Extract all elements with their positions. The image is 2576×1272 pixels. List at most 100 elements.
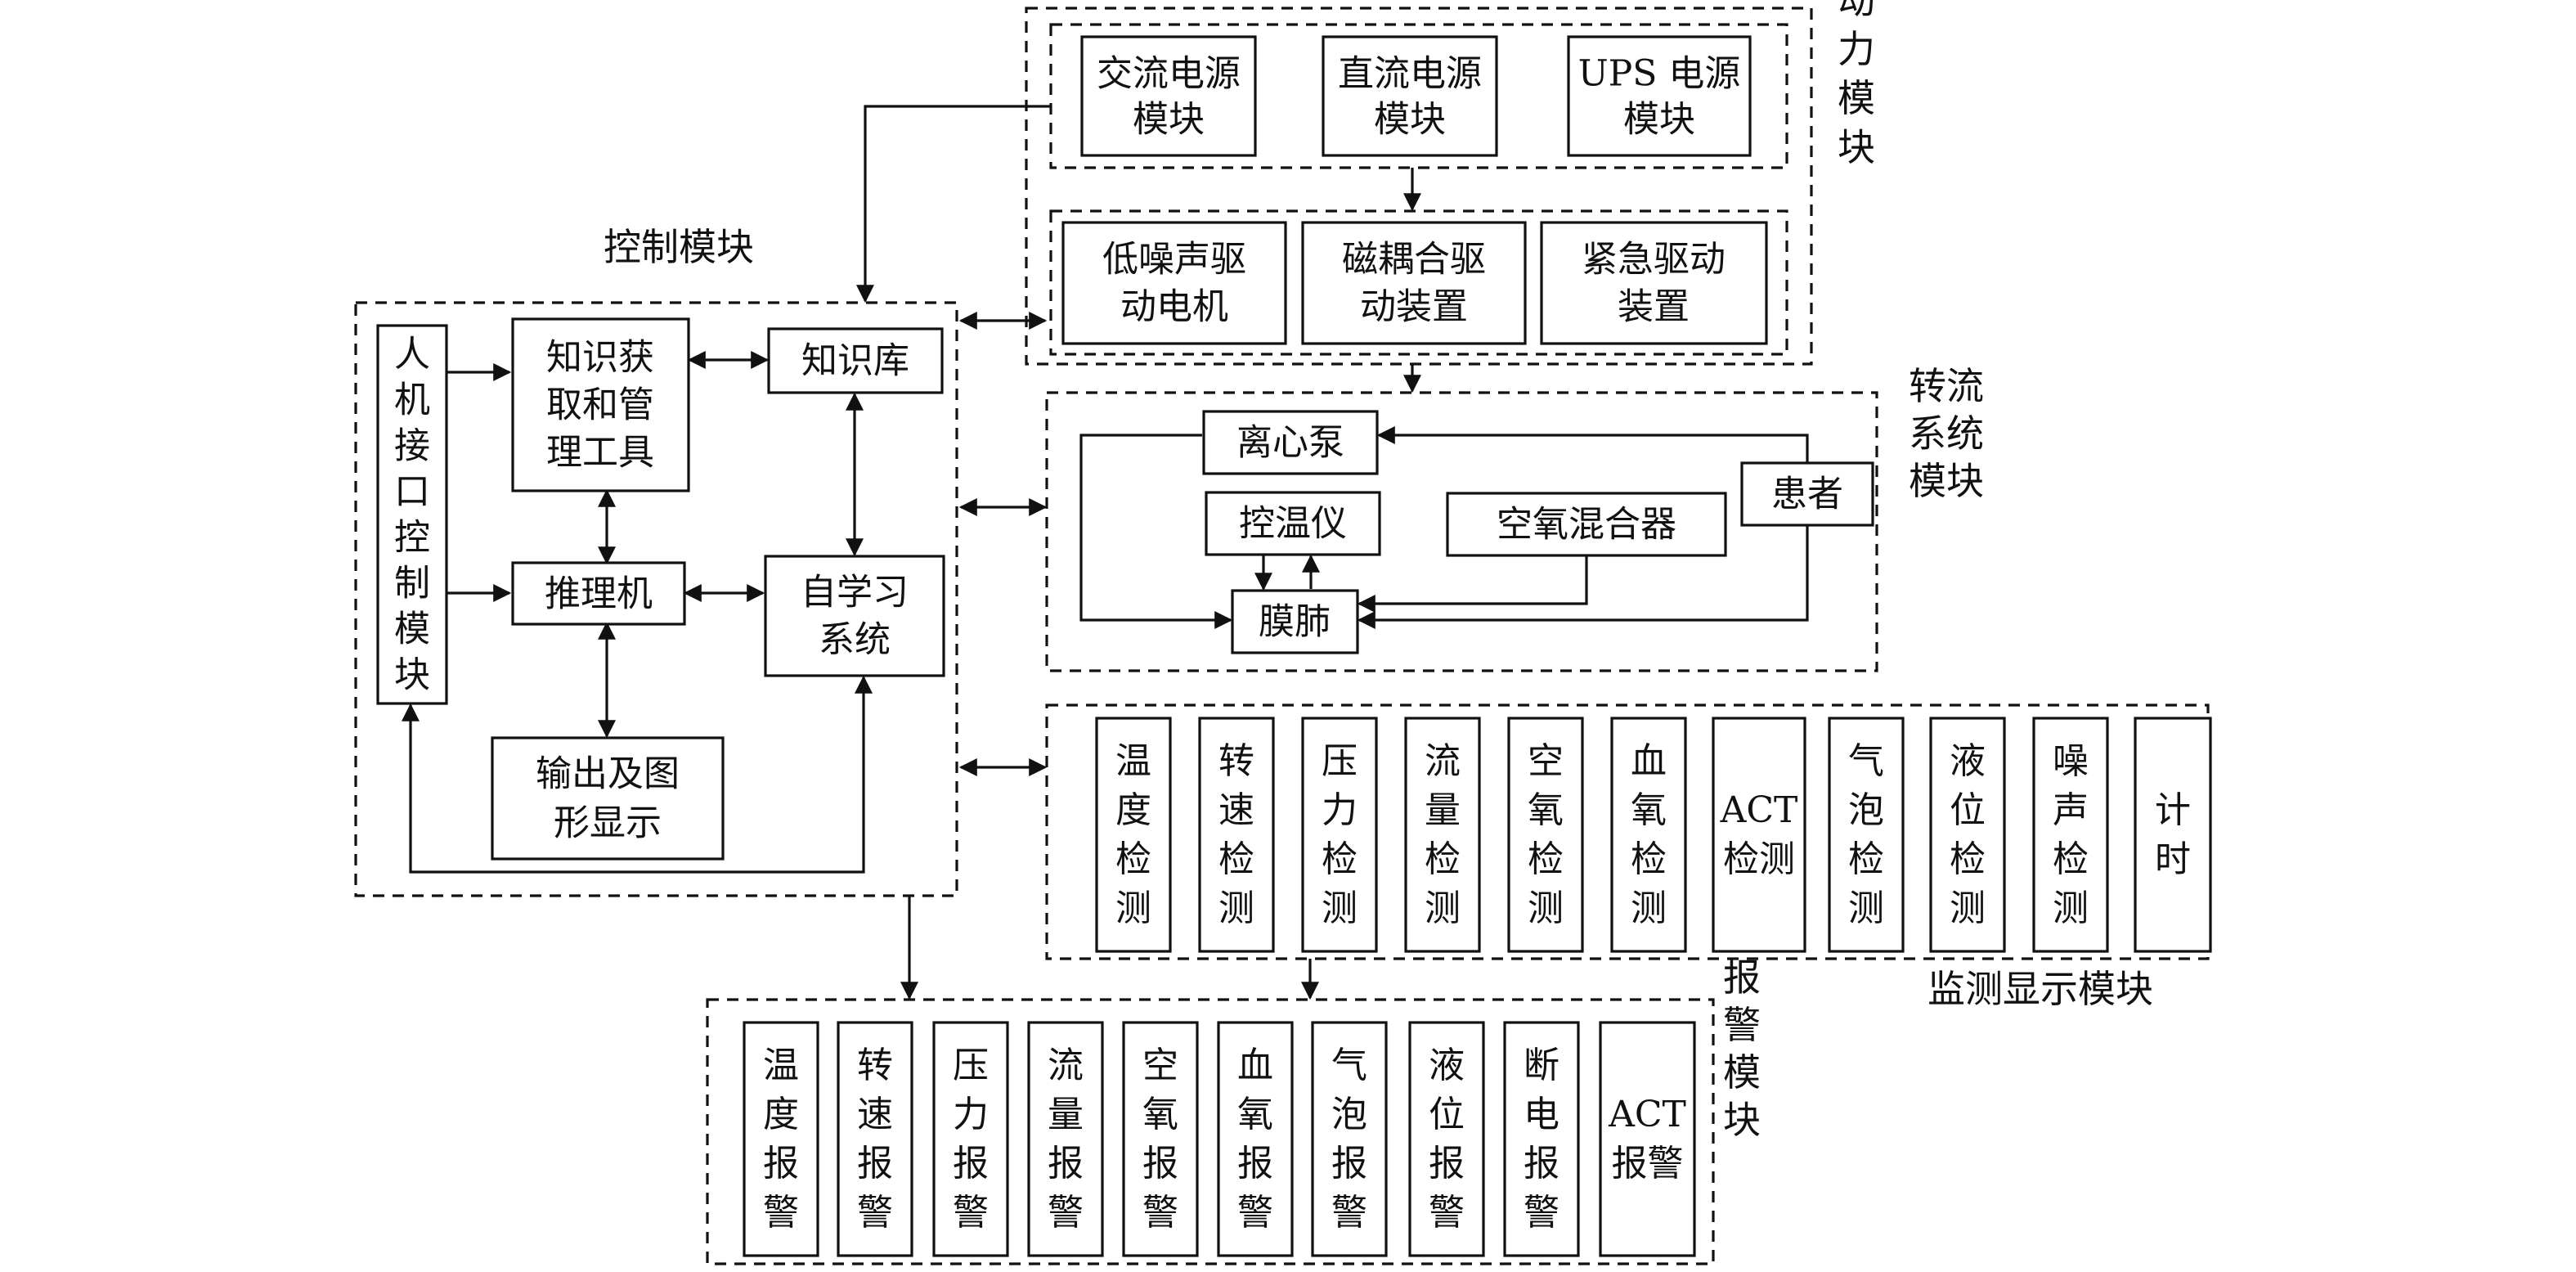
power-supply-modules: 交流电源模块 直流电源模块 UPS 电源模块 bbox=[1080, 35, 1752, 157]
control-module: 人机接口控制模块 知识获取和管理工具 知识库 推理机 自学习系统 输出及图形显示 bbox=[376, 317, 945, 861]
edge-power-to-knowledge-base bbox=[856, 105, 1051, 303]
edge-blender-to-oxygenator bbox=[1357, 556, 1588, 613]
svg-text:输出及图形显示: 输出及图形显示 bbox=[536, 753, 680, 844]
alarm-item-5: 血氧报警 bbox=[1217, 1021, 1294, 1257]
svg-text:膜肺: 膜肺 bbox=[1259, 601, 1331, 643]
patient: 患者 bbox=[1740, 461, 1874, 527]
alarm-module-group bbox=[706, 998, 1715, 1265]
alarm-item-label-1: 转速报警 bbox=[857, 1045, 893, 1234]
alarm-item-label-0: 温度报警 bbox=[763, 1045, 799, 1234]
svg-text:自学习系统: 自学习系统 bbox=[801, 572, 909, 661]
alarm-item-8: 断电报警 bbox=[1503, 1021, 1580, 1257]
svg-text:控温仪: 控温仪 bbox=[1239, 503, 1347, 545]
monitor-item-label-1: 转速检测 bbox=[1218, 740, 1254, 929]
svg-text:交流电源模块: 交流电源模块 bbox=[1097, 53, 1241, 141]
monitor-item-label-2: 压力检测 bbox=[1322, 740, 1358, 929]
monitor-item-9: 噪声检测 bbox=[2032, 717, 2109, 953]
control-module-group bbox=[354, 301, 958, 897]
alarm-item-3: 流量报警 bbox=[1027, 1021, 1104, 1257]
monitor-item-label-7: 气泡检测 bbox=[1848, 740, 1884, 929]
svg-text:空氧混合器: 空氧混合器 bbox=[1497, 504, 1676, 546]
alarm-item-0: 温度报警 bbox=[743, 1021, 819, 1257]
svg-text:低噪声驱动电机: 低噪声驱动电机 bbox=[1102, 239, 1246, 328]
monitor-item-label-8: 液位检测 bbox=[1950, 740, 1986, 929]
monitor-item-3: 流量检测 bbox=[1404, 717, 1481, 953]
alarm-item-4: 空氧报警 bbox=[1122, 1021, 1199, 1257]
power-module-outer bbox=[1025, 7, 1813, 366]
svg-text:知识库: 知识库 bbox=[801, 340, 909, 382]
drive-group bbox=[1049, 209, 1788, 356]
group-label-power: 动力模块 bbox=[1838, 0, 1875, 169]
monitor-module-group bbox=[1045, 703, 2210, 960]
hmi-control-module: 人机接口控制模块 bbox=[376, 324, 448, 705]
magnetic-coupling-drive: 磁耦合驱动装置 bbox=[1301, 221, 1527, 345]
svg-text:患者: 患者 bbox=[1771, 474, 1843, 515]
monitor-item-10: 计时 bbox=[2134, 717, 2212, 953]
monitor-item-label-5: 血氧检测 bbox=[1631, 740, 1667, 929]
svg-text:直流电源模块: 直流电源模块 bbox=[1338, 53, 1482, 141]
monitor-item-label-4: 空氧检测 bbox=[1528, 740, 1564, 929]
low-noise-motor: 低噪声驱动电机 bbox=[1061, 221, 1287, 345]
alarm-item-2: 压力报警 bbox=[932, 1021, 1009, 1257]
cpb-module: 离心泵 控温仪 空氧混合器 患者 膜肺 bbox=[1202, 410, 1874, 654]
knowledge-acquisition-tool: 知识获取和管理工具 bbox=[511, 317, 690, 492]
group-label-monitor: 监测显示模块 bbox=[1928, 967, 2153, 1011]
edges bbox=[402, 105, 1809, 1000]
monitor-item-0: 温度检测 bbox=[1095, 717, 1172, 953]
svg-text:人机接口控制模块: 人机接口控制模块 bbox=[394, 334, 430, 696]
air-oxygen-blender: 空氧混合器 bbox=[1446, 492, 1727, 557]
self-learning-system: 自学习系统 bbox=[764, 555, 945, 677]
monitor-item-5: 血氧检测 bbox=[1610, 717, 1687, 953]
alarm-item-7: 液位报警 bbox=[1408, 1021, 1485, 1257]
group-label-alarm: 报警模块 bbox=[1723, 955, 1761, 1142]
svg-text:知识获取和管理工具: 知识获取和管理工具 bbox=[546, 337, 654, 474]
svg-text:紧急驱动装置: 紧急驱动装置 bbox=[1582, 239, 1726, 328]
monitor-item-4: 空氧检测 bbox=[1507, 717, 1584, 953]
alarm-item-label-3: 流量报警 bbox=[1048, 1045, 1084, 1234]
monitor-item-2: 压力检测 bbox=[1301, 717, 1378, 953]
alarm-item-label-6: 气泡报警 bbox=[1331, 1045, 1367, 1234]
cpb-module-group bbox=[1045, 391, 1878, 672]
alarm-item-1: 转速报警 bbox=[837, 1021, 913, 1257]
alarm-item-label-8: 断电报警 bbox=[1524, 1045, 1560, 1234]
group-label-control: 控制模块 bbox=[604, 225, 754, 269]
dc-power-module: 直流电源模块 bbox=[1322, 35, 1498, 157]
output-graphic-display: 输出及图形显示 bbox=[491, 736, 725, 861]
temperature-controller: 控温仪 bbox=[1205, 491, 1381, 556]
svg-text:磁耦合驱动装置: 磁耦合驱动装置 bbox=[1342, 239, 1486, 328]
alarm-item-label-4: 空氧报警 bbox=[1142, 1045, 1178, 1234]
monitor-item-label-10: 计时 bbox=[2155, 789, 2191, 880]
ac-power-module: 交流电源模块 bbox=[1080, 35, 1257, 157]
monitor-item-label-3: 流量检测 bbox=[1425, 740, 1461, 929]
svg-text:离心泵: 离心泵 bbox=[1236, 422, 1344, 464]
ups-power-module: UPS 电源模块 bbox=[1567, 35, 1752, 157]
alarm-item-label-5: 血氧报警 bbox=[1237, 1045, 1273, 1234]
svg-text:推理机: 推理机 bbox=[545, 573, 653, 615]
monitor-item-7: 气泡检测 bbox=[1828, 717, 1905, 953]
edge-output-loop bbox=[402, 675, 873, 874]
drive-modules: 低噪声驱动电机 磁耦合驱动装置 紧急驱动装置 bbox=[1061, 221, 1768, 345]
emergency-drive: 紧急驱动装置 bbox=[1540, 221, 1768, 345]
oxygenator: 膜肺 bbox=[1231, 589, 1359, 654]
monitor-item-label-9: 噪声检测 bbox=[2053, 740, 2089, 929]
monitor-item-1: 转速检测 bbox=[1198, 717, 1275, 953]
svg-text:UPS 电源模块: UPS 电源模块 bbox=[1578, 53, 1741, 141]
alarm-item-label-2: 压力报警 bbox=[953, 1045, 989, 1234]
edge-patient-to-pump bbox=[1376, 426, 1809, 471]
edge-patient-to-oxygenator bbox=[1357, 524, 1809, 629]
alarm-item-label-7: 液位报警 bbox=[1429, 1045, 1465, 1234]
centrifugal-pump: 离心泵 bbox=[1202, 410, 1379, 475]
monitor-item-label-0: 温度检测 bbox=[1115, 740, 1151, 929]
alarm-item-6: 气泡报警 bbox=[1311, 1021, 1388, 1257]
group-label-cpb: 转流系统模块 bbox=[1909, 364, 1984, 503]
power-supply-group bbox=[1049, 23, 1788, 169]
monitor-item-8: 液位检测 bbox=[1929, 717, 2006, 953]
edge-pump-to-oxygenator bbox=[1079, 434, 1233, 629]
knowledge-base: 知识库 bbox=[767, 327, 944, 394]
